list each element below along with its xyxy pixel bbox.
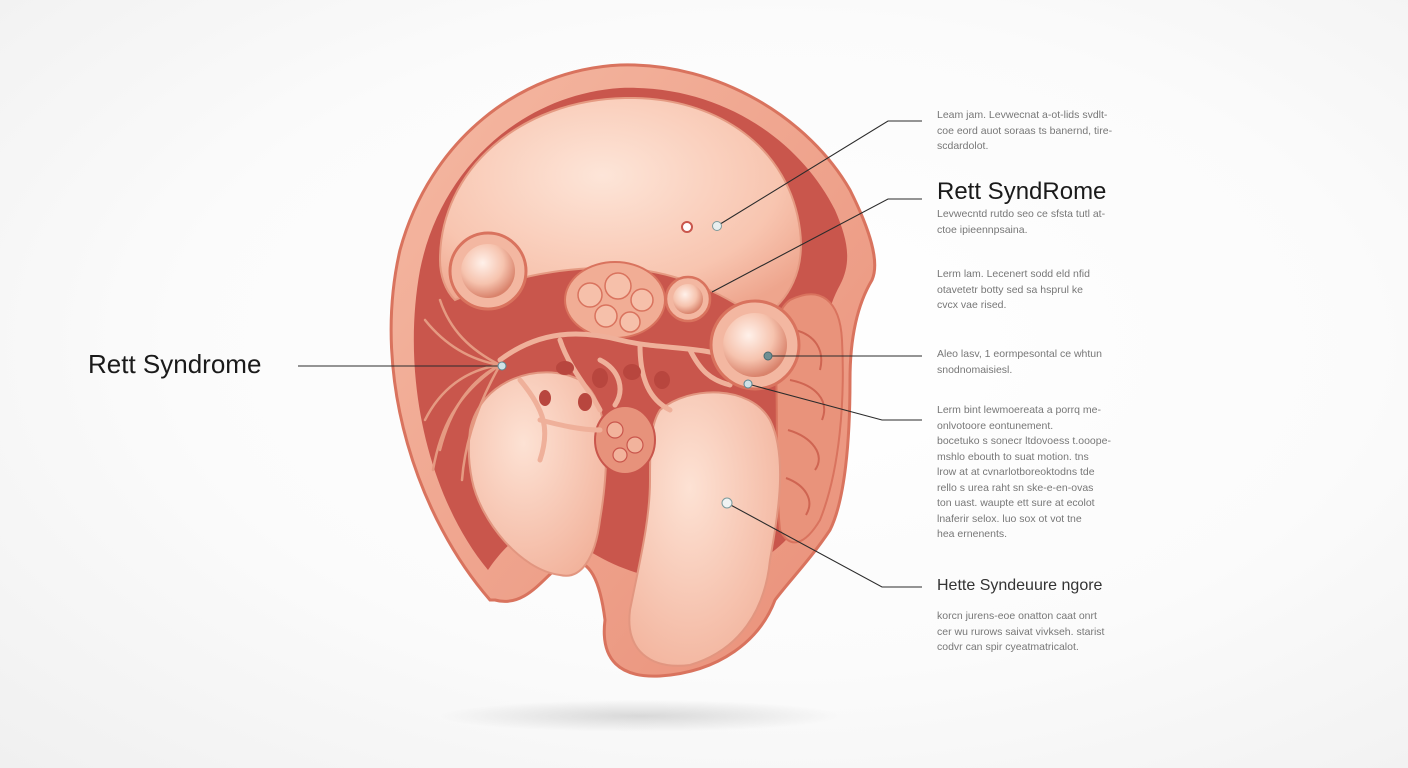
cerebrum-spot (681, 221, 693, 233)
description-line: Leam jam. Levwecnat a-ot-lids svdlt- (937, 109, 1108, 121)
nerve-fibers (423, 298, 502, 482)
description-line: bocetuko s sonecr ltdovoess t.ooope- (937, 435, 1111, 447)
description-line: otavetetr botty sed sa hsprul ke (937, 283, 1083, 296)
description-block-3: Lerm lam. Lecenert sodd eld nfid otavete… (937, 267, 1090, 314)
lower-left-lobe (467, 371, 607, 577)
left-sphere (448, 231, 528, 311)
description-line: mshlo ebouth to suat motion. tns (937, 450, 1089, 463)
description-block-5: Lerm bint lewmoereata a porrq me- onlvot… (937, 403, 1111, 543)
brainstem-lobe (628, 391, 782, 667)
description-block-4: Aleo lasv, 1 eormpesontal ce whtun snodn… (937, 347, 1102, 378)
description-line: hea ernenents. (937, 528, 1008, 540)
leader-line-2 (711, 198, 922, 293)
description-line: cvcx vae rised. (937, 299, 1007, 311)
description-block-1: Leam jam. Levwecnat a-ot-lids svdlt- coe… (937, 108, 1112, 155)
description-block-2: Levwecntd rutdo seo ce sfsta tutl at- ct… (937, 207, 1105, 238)
leader-line-1 (716, 120, 922, 227)
description-line: lnaferir selox. luo sox ot vot tne (937, 512, 1082, 525)
description-line: Lerm lam. Lecenert sodd eld nfid (937, 268, 1090, 280)
description-line: rello s urea raht sn ske-e-en-ovas (937, 481, 1094, 494)
central-lobule-cluster (564, 261, 666, 475)
label-left-title: Rett Syndrome (88, 349, 262, 379)
description-line: Levwecntd rutdo seo ce sfsta tutl at- (937, 208, 1106, 220)
leader-line-5 (726, 502, 922, 588)
description-line: ton uast. waupte ett sure at ecolot (937, 497, 1095, 509)
vessel-network (497, 331, 743, 463)
description-line: korcn jurens-eoe onatton caat onrt (937, 610, 1097, 622)
center-sphere (664, 275, 712, 323)
pointer-dots (497, 221, 773, 509)
description-line: snodnomaisiesl. (937, 363, 1013, 376)
description-line: ctoe ipieennpsaina. (937, 223, 1028, 236)
description-line: codvr can spir cyeatmatricalot. (937, 641, 1079, 653)
description-block-6: korcn jurens-eoe onatton caat onrt cer w… (937, 609, 1104, 656)
cerebellum-folds (785, 329, 826, 516)
description-line: onlvotoore eontunement. (937, 419, 1054, 432)
label-lower-title: Hette Syndeuure ngore (937, 577, 1103, 594)
description-line: cer wu rurows saivat vivkseh. starist (937, 625, 1105, 638)
vessel-holes (539, 361, 670, 411)
ground-shadow (440, 700, 840, 732)
description-line: lrow at at cvnarlotboreoktodns tde (937, 466, 1095, 478)
description-line: Lerm bint lewmoereata a porrq me- (937, 404, 1101, 416)
description-line: coe eord auot soraas ts banernd, tire- (937, 124, 1113, 137)
leader-lines (298, 120, 922, 588)
description-line: Aleo lasv, 1 eormpesontal ce whtun (937, 348, 1102, 360)
label-right-title: Rett SyndRome (937, 178, 1107, 205)
description-line: scdardolot. (937, 140, 989, 152)
leader-line-4 (747, 383, 922, 421)
right-sphere (709, 299, 801, 391)
